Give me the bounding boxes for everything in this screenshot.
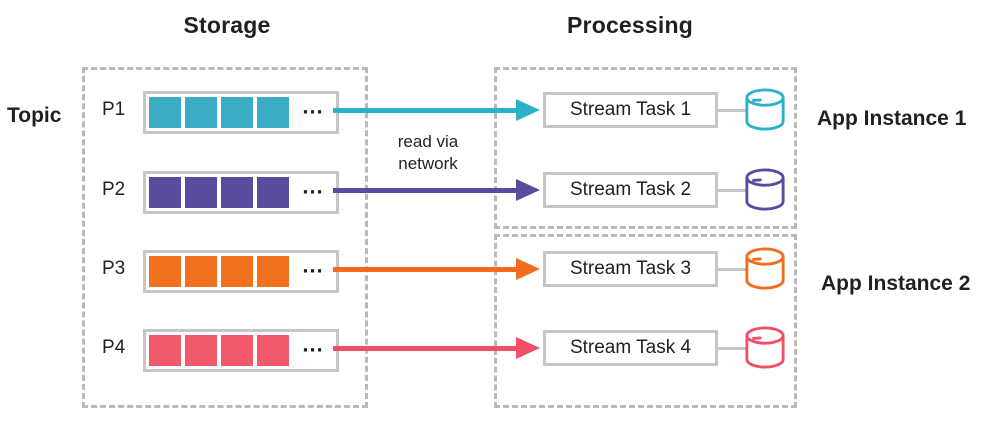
partition-label: P1 [102,99,126,120]
read-arrow-line [333,108,519,113]
partition-segment [257,97,289,128]
ellipsis-icon: ... [302,251,324,277]
partition-label: P3 [102,258,126,279]
read-arrow-head-icon [516,258,540,280]
read-via-network-annotation: read via network [368,131,488,175]
partition-segment [257,256,289,287]
read-arrow-line [333,346,519,351]
app-instance-2-label: App Instance 2 [821,272,971,295]
partition-segment [149,256,181,287]
ellipsis-icon: ... [302,330,324,356]
read-arrow-head-icon [516,179,540,201]
partition-segment [185,177,217,208]
task-state-connector [716,347,748,350]
partition-bar: ... [143,250,339,293]
task-state-connector [716,109,748,112]
partition-segment [185,256,217,287]
partition-task-row: P2 ... Stream Task 2 [0,168,1000,214]
partition-task-row: P4 ... Stream Task 4 [0,326,1000,372]
app-instance-1-group-box [494,67,797,229]
partition-bar: ... [143,171,339,214]
read-arrow-line [333,188,519,193]
database-cylinder-icon [744,326,786,370]
partition-segment [257,177,289,208]
database-cylinder-icon [744,247,786,291]
task-state-connector [716,189,748,192]
storage-group-box [82,67,368,408]
partition-segment [221,256,253,287]
partition-more-cell: ... [293,251,333,287]
topic-label: Topic [7,104,62,127]
database-cylinder-icon [744,168,786,212]
app-instance-1-label: App Instance 1 [817,107,967,130]
partition-more-cell: ... [293,172,333,208]
partition-segment [185,97,217,128]
partition-segment [149,335,181,366]
partition-segment [221,177,253,208]
stream-task-box: Stream Task 1 [543,92,718,128]
partition-bar: ... [143,91,339,134]
ellipsis-icon: ... [302,92,324,118]
database-cylinder-icon [744,88,786,132]
partition-task-row: P1 ... Stream Task 1 [0,88,1000,134]
read-arrow-head-icon [516,337,540,359]
stream-task-box: Stream Task 2 [543,172,718,208]
partition-segment [185,335,217,366]
partition-label: P4 [102,337,126,358]
partition-segment [257,335,289,366]
read-arrow-head-icon [516,99,540,121]
partition-bar: ... [143,329,339,372]
stream-task-box: Stream Task 3 [543,251,718,287]
partition-segment [149,177,181,208]
processing-section-title: Processing [567,12,693,38]
task-state-connector [716,268,748,271]
ellipsis-icon: ... [302,172,324,198]
read-arrow-line [333,267,519,272]
storage-section-title: Storage [183,12,271,38]
partition-more-cell: ... [293,330,333,366]
read-via-line2: network [398,154,458,173]
partition-label: P2 [102,179,126,200]
partition-segment [221,335,253,366]
partition-segment [149,97,181,128]
read-via-line1: read via [397,132,459,151]
partition-task-row: P3 ... Stream Task 3 [0,247,1000,293]
partition-more-cell: ... [293,92,333,128]
stream-task-box: Stream Task 4 [543,330,718,366]
app-instance-2-group-box [494,234,797,408]
partition-segment [221,97,253,128]
